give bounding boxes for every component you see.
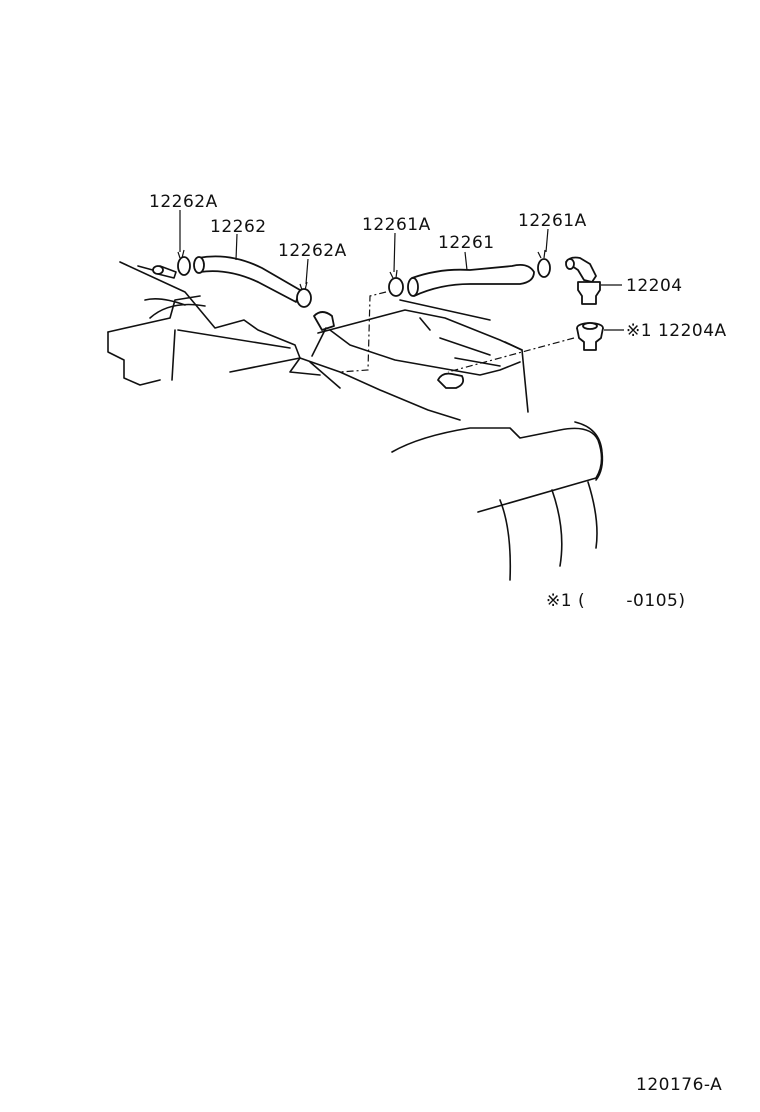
clamp-12261A-left bbox=[388, 269, 404, 297]
hose-12261 bbox=[407, 263, 535, 297]
engine-block-outline bbox=[107, 261, 604, 581]
hose-12262 bbox=[193, 255, 301, 303]
label-12261A-right: 12261A bbox=[518, 211, 587, 231]
part-labels: 12262A 12262 12262A 12261A 12261 12261A … bbox=[149, 192, 727, 1095]
grommet-12204A bbox=[576, 322, 604, 351]
label-12204A: ※1 12204A bbox=[626, 321, 727, 341]
clamp-12262A-left bbox=[177, 249, 191, 276]
label-12261A-left: 12261A bbox=[362, 215, 431, 235]
leader-lines bbox=[179, 210, 624, 331]
label-12204: 12204 bbox=[626, 276, 683, 296]
label-12262A-right: 12262A bbox=[278, 241, 347, 261]
pcv-valve-12204 bbox=[565, 256, 601, 305]
clamp-12262A-right bbox=[296, 281, 312, 308]
label-12261: 12261 bbox=[438, 233, 495, 253]
label-12262A-top: 12262A bbox=[149, 192, 218, 212]
footnote-text: ※1 ( -0105) bbox=[546, 591, 685, 611]
dashed-guide-lines bbox=[339, 291, 575, 373]
label-12262: 12262 bbox=[210, 217, 267, 237]
clamp-12261A-right bbox=[537, 249, 551, 278]
diagram-code: 120176-A bbox=[636, 1075, 722, 1095]
outlet-fitting bbox=[311, 311, 335, 357]
